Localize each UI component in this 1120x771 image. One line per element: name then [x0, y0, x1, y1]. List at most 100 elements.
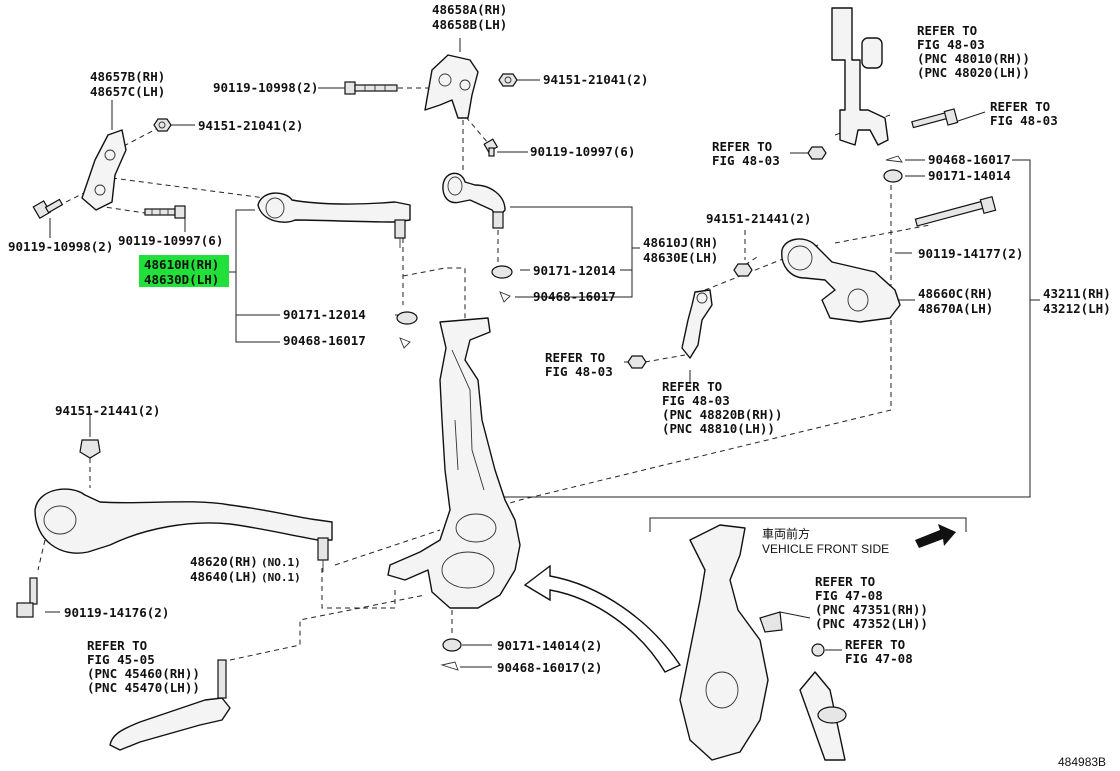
label-48620-no1: (NO.1)	[261, 556, 301, 569]
label-90119-14177: 90119-14177(2)	[918, 246, 1023, 261]
label-48658-rh: 48658A(RH)	[432, 2, 507, 17]
refer-left-line1: REFER TO	[712, 139, 772, 154]
refer-48820-line3: (PNC 48820B(RH))	[662, 407, 782, 422]
strut-assembly	[831, 7, 889, 146]
pin-90468-16017-right	[885, 155, 903, 163]
nut-90171-12014-mid	[491, 265, 513, 279]
label-90171-12014-mid: 90171-12014	[533, 263, 616, 278]
label-48660C-rh: 48660C(RH)	[918, 286, 993, 301]
label-94151-21441-left: 94151-21441(2)	[55, 403, 160, 418]
label-48657-rh: 48657B(RH)	[90, 69, 165, 84]
label-48670A-lh: 48670A(LH)	[918, 301, 993, 316]
label-90119-14176: 90119-14176(2)	[64, 605, 169, 620]
label-48610H: 48610H(RH) 48630D(LH)	[144, 257, 219, 287]
refer-4708b-line2: FIG 47-08	[845, 651, 913, 666]
label-90119-10997-b: 90119-10997(6)	[118, 233, 223, 248]
nut-94151-21441-mid	[733, 263, 753, 277]
refer-4708a-line3: (PNC 47351(RH))	[815, 602, 928, 617]
label-90119-10998-left: 90119-10998(2)	[8, 239, 113, 254]
label-vehicle-front-cjk: 車両前方	[762, 526, 810, 541]
refer-top-line1: REFER TO	[917, 23, 977, 38]
label-94151-21041-top: 94151-21041(2)	[543, 72, 648, 87]
label-48610J: 48610J(RH) 48630E(LH)	[643, 235, 718, 265]
label-48658-lh: 48658B(LH)	[432, 17, 507, 32]
label-48630D-lh: 48630D(LH)	[144, 272, 219, 287]
inset-knuckle	[679, 524, 847, 761]
label-90119-10997-a: 90119-10997(6)	[530, 144, 635, 159]
label-refer-4505: REFER TO FIG 45-05 (PNC 45460(RH)) (PNC …	[87, 638, 200, 695]
label-90171-14014-bottom: 90171-14014(2)	[497, 638, 602, 653]
label-48620: 48620(RH) 48640(LH) (NO.1) (NO.1)	[190, 554, 301, 584]
steering-knuckle-43211	[387, 317, 521, 609]
label-refer-4708-a: REFER TO FIG 47-08 (PNC 47351(RH)) (PNC …	[815, 574, 928, 631]
refer-left-line2: FIG 48-03	[712, 153, 780, 168]
label-43211: 43211(RH) 43212(LH)	[1043, 286, 1111, 316]
label-43211-rh: 43211(RH)	[1043, 286, 1111, 301]
label-94151-21441-mid: 94151-21441(2)	[706, 211, 811, 226]
refer-48820-line1: REFER TO	[662, 379, 722, 394]
refer-4505-line3: (PNC 45460(RH))	[87, 666, 200, 681]
nut-90171-14014-bottom	[442, 638, 462, 652]
label-48657-lh: 48657C(LH)	[90, 84, 165, 99]
refer-right-line2: FIG 48-03	[990, 113, 1058, 128]
refer-right-line1: REFER TO	[990, 99, 1050, 114]
lower-arm-48660C	[781, 238, 901, 323]
label-48640-no1: (NO.1)	[261, 571, 301, 584]
refer-4505-line2: FIG 45-05	[87, 652, 155, 667]
bolt-90119-10997-top	[483, 138, 499, 157]
bolt-90119-10998-left	[32, 198, 64, 220]
refer-top-line4: (PNC 48020(LH))	[917, 65, 1030, 80]
label-48660: 48660C(RH) 48670A(LH)	[918, 286, 993, 316]
nut-94151-21041-left	[153, 118, 172, 132]
label-48630E-lh: 48630E(LH)	[643, 250, 718, 265]
label-refer-4803-right: REFER TO FIG 48-03	[990, 99, 1058, 128]
bolt-90119-10998-top	[344, 81, 398, 95]
refer-48820-line4: (PNC 48810(LH))	[662, 421, 775, 436]
nut-94151-21041-top	[498, 73, 518, 87]
nut-refer-sway	[627, 355, 647, 369]
label-90468-16017-bottom: 90468-16017(2)	[497, 660, 602, 675]
label-43212-lh: 43212(LH)	[1043, 301, 1111, 316]
refer-48820-line2: FIG 48-03	[662, 393, 730, 408]
refer-4708a-line2: FIG 47-08	[815, 588, 883, 603]
refer-4708a-line4: (PNC 47352(LH))	[815, 616, 928, 631]
label-refer-4708-b: REFER TO FIG 47-08	[845, 637, 913, 666]
refer-top-line2: FIG 48-03	[917, 37, 985, 52]
upper-arm-48610J	[442, 172, 506, 229]
nut-90171-14014-right	[883, 169, 903, 183]
nut-94151-21441-left	[79, 439, 101, 459]
pin-90468-16017-mid	[499, 291, 511, 303]
label-48640-lh: 48640(LH)	[190, 569, 258, 584]
vehicle-front-arrow-icon	[915, 524, 956, 548]
pin-90468-16017-bottom	[440, 661, 459, 671]
label-refer-48820: REFER TO FIG 48-03 (PNC 48820B(RH)) (PNC…	[662, 379, 782, 436]
refer-4505-line4: (PNC 45470(LH))	[87, 680, 200, 695]
diagram-id: 484983B	[1058, 755, 1106, 769]
bolt-90119-14176	[16, 577, 38, 618]
large-arrow	[523, 564, 682, 673]
label-refer-4803-top: REFER TO FIG 48-03 (PNC 48010(RH)) (PNC …	[917, 23, 1030, 80]
highlight-box	[139, 255, 229, 287]
upper-bracket-48657	[81, 129, 127, 211]
refer-top-line3: (PNC 48010(RH))	[917, 51, 1030, 66]
nut-90171-12014-left	[396, 311, 418, 325]
tie-rod-end	[109, 659, 231, 751]
refer-sway-line1: REFER TO	[545, 350, 605, 365]
label-90468-16017-right: 90468-16017	[928, 152, 1011, 167]
leader-lines	[37, 38, 1040, 668]
label-90468-16017-left: 90468-16017	[283, 333, 366, 348]
refer-4505-line1: REFER TO	[87, 638, 147, 653]
label-94151-21041-mid: 94151-21041(2)	[198, 118, 303, 133]
bolt-strut-right	[911, 108, 959, 129]
label-90468-16017-mid: 90468-16017	[533, 289, 616, 304]
label-refer-4803-left: REFER TO FIG 48-03	[712, 139, 780, 168]
label-48610H-rh: 48610H(RH)	[144, 257, 219, 272]
upper-arm-48610H	[257, 192, 411, 248]
label-90171-14014-right: 90171-14014	[928, 168, 1011, 183]
lower-arm-48620	[34, 488, 333, 572]
label-48620-rh: 48620(RH)	[190, 554, 258, 569]
label-refer-sway: REFER TO FIG 48-03	[545, 350, 613, 379]
refer-sway-line2: FIG 48-03	[545, 364, 613, 379]
